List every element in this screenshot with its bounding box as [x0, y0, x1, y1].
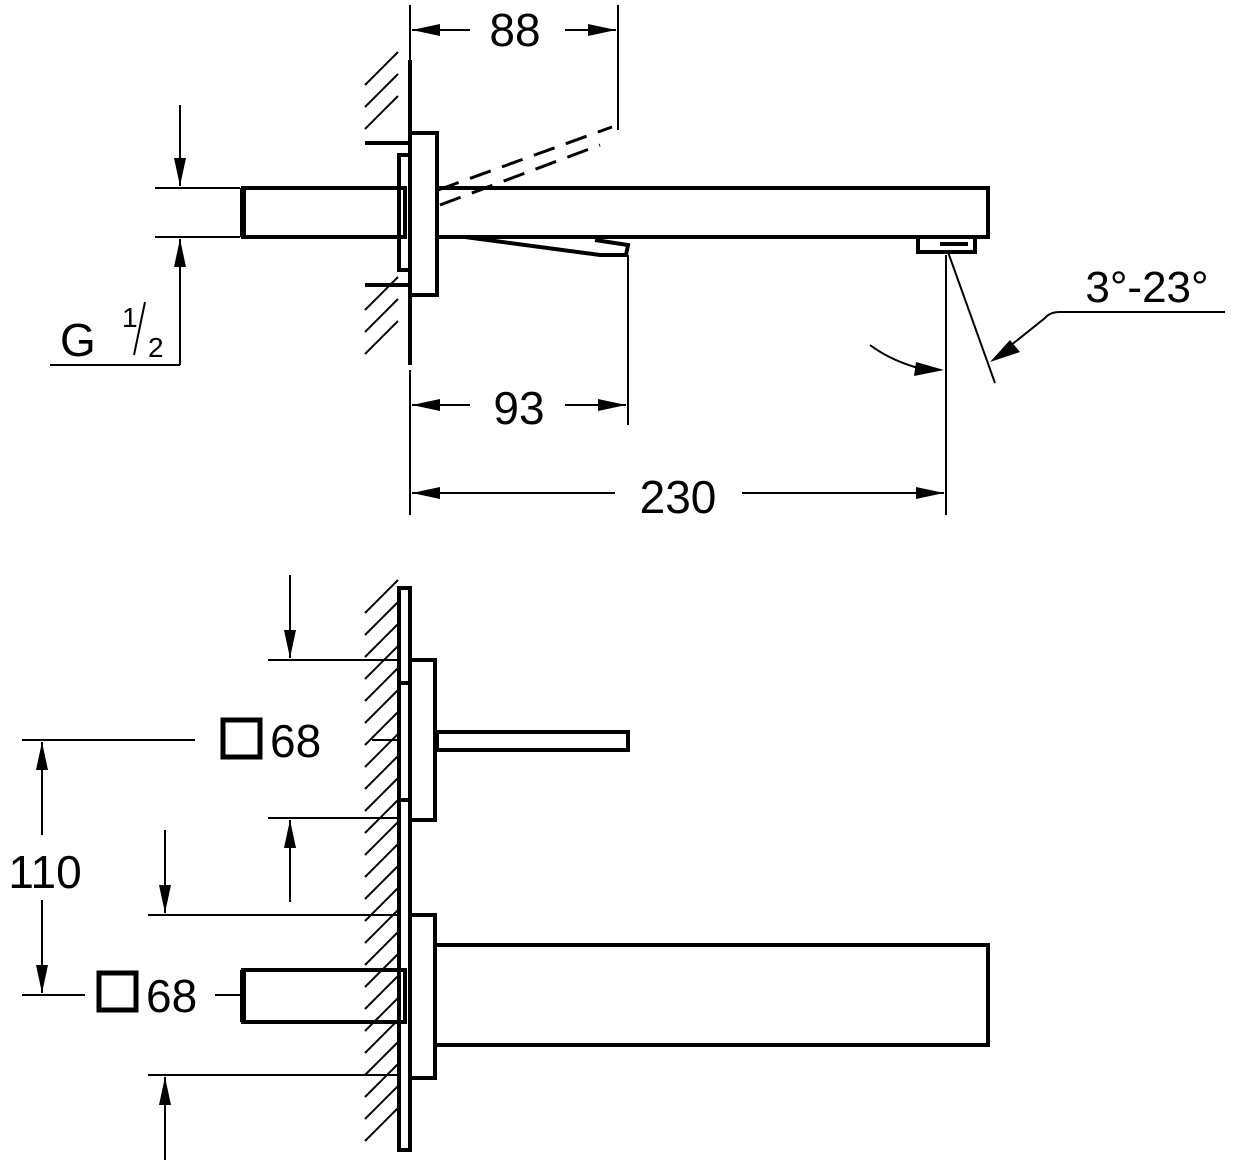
- dim-88-label: 88: [489, 4, 540, 56]
- lever: [464, 235, 631, 257]
- hatch-line: [364, 997, 399, 1032]
- inlet-pipe: [241, 186, 407, 239]
- hatch-line: [364, 777, 399, 812]
- angle-range-label: 3°-23°: [1085, 263, 1208, 312]
- lower-plate-size: 68: [146, 970, 197, 1022]
- thread-denominator: 2: [148, 332, 164, 363]
- hatch-line: [364, 95, 399, 130]
- hatch-line: [364, 623, 399, 658]
- escutcheon-plate: [408, 131, 439, 297]
- hatch-line: [364, 320, 399, 355]
- lower-plate: [408, 913, 437, 1080]
- hatch-line: [364, 711, 399, 746]
- thread-numerator: 1: [122, 302, 138, 333]
- hatch-line: [364, 276, 399, 311]
- upper-plate-size: 68: [270, 715, 321, 767]
- hatch-line: [364, 51, 399, 86]
- hatch-line: [364, 821, 399, 856]
- hatch-line: [364, 1085, 399, 1120]
- hatch-line: [364, 298, 399, 333]
- hatch-line: [364, 1041, 399, 1076]
- side-view: 88 93 230 3°-23° G 1 2: [50, 4, 1225, 523]
- hatch-line: [364, 73, 399, 108]
- hatch-line: [364, 755, 399, 790]
- front-view: 68 68 110: [8, 575, 990, 1160]
- dim-230-label: 230: [640, 471, 717, 523]
- lever-front: [435, 730, 630, 752]
- hatch-line: [364, 579, 399, 614]
- dim-93-label: 93: [493, 382, 544, 434]
- hatch-line: [364, 645, 399, 680]
- square-symbol-icon: [220, 717, 263, 760]
- wall-hatching: [364, 51, 399, 1142]
- aerator: [916, 237, 977, 254]
- hatch-line: [364, 975, 399, 1010]
- square-symbol-icon: [96, 970, 139, 1013]
- thread-letter: G: [60, 314, 96, 366]
- hatch-line: [364, 865, 399, 900]
- hatch-line: [364, 601, 399, 636]
- upper-plate: [408, 658, 437, 822]
- spout: [437, 186, 990, 239]
- hatch-line: [364, 931, 399, 966]
- hatch-line: [364, 1107, 399, 1142]
- hatch-line: [364, 1063, 399, 1098]
- spout-front: [437, 943, 990, 1047]
- hatch-line: [364, 667, 399, 702]
- hatch-line: [364, 1019, 399, 1054]
- center-distance-label: 110: [8, 846, 81, 898]
- hatch-line: [364, 799, 399, 834]
- hatch-line: [364, 843, 399, 878]
- hatch-line: [364, 689, 399, 724]
